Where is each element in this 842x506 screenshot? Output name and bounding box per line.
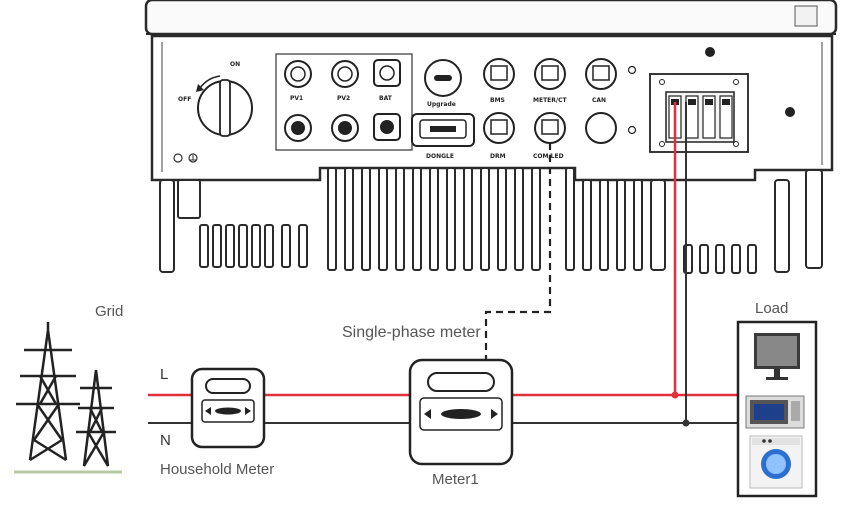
single-phase-meter-label: Single-phase meter: [342, 324, 481, 341]
dongle-label: DONGLE: [426, 153, 454, 160]
blanking-plug: [585, 112, 617, 144]
ground-icon: [188, 153, 198, 163]
pv2-label: PV2: [337, 95, 350, 102]
dc-switch: ON OFF: [178, 61, 253, 137]
upgrade-port: Upgrade: [424, 59, 462, 108]
screw-icon: [173, 153, 183, 163]
microwave-icon: [745, 395, 805, 429]
washing-machine-icon: [749, 435, 803, 489]
meter1-label: Meter1: [432, 471, 479, 488]
meter-ct-label: METER/CT: [533, 97, 567, 104]
pv1-connector: PV1: [284, 60, 312, 142]
inverter: ON OFF PV1 PV2: [144, 0, 838, 274]
household-meter-label: Household Meter: [160, 461, 274, 478]
meter1: [408, 358, 514, 466]
can-port: CAN: [585, 58, 617, 104]
drm-port: DRM: [483, 112, 515, 160]
bms-label: BMS: [490, 97, 505, 104]
load-label: Load: [755, 300, 788, 317]
pv2-connector: PV2: [331, 60, 359, 142]
meter-comm-cable: [484, 143, 552, 362]
grid-label: Grid: [95, 303, 123, 320]
com-led-port: COM/LED: [533, 112, 566, 160]
dongle-port: DONGLE: [411, 113, 475, 160]
lid-latch: [794, 5, 818, 27]
neutral-label: N: [160, 432, 171, 449]
com-led-label: COM/LED: [533, 153, 564, 160]
upgrade-label: Upgrade: [427, 101, 456, 108]
meter-ct-port: METER/CT: [533, 58, 567, 104]
inverter-lid: [144, 0, 838, 36]
bat-connector: BAT: [373, 59, 401, 141]
monitor-icon: [754, 333, 800, 380]
live-label: L: [160, 366, 168, 383]
heatsink: [159, 167, 823, 274]
household-meter: [190, 367, 266, 449]
switch-on-label: ON: [230, 61, 240, 68]
bat-label: BAT: [379, 95, 393, 102]
pv1-label: PV1: [290, 95, 303, 102]
can-label: CAN: [592, 97, 606, 104]
switch-off-label: OFF: [178, 96, 191, 103]
grid-tower-icon: [16, 322, 116, 467]
bms-port: BMS: [483, 58, 515, 104]
ac-breaker: [649, 73, 749, 153]
load-panel: [736, 320, 818, 498]
drm-label: DRM: [490, 153, 506, 160]
